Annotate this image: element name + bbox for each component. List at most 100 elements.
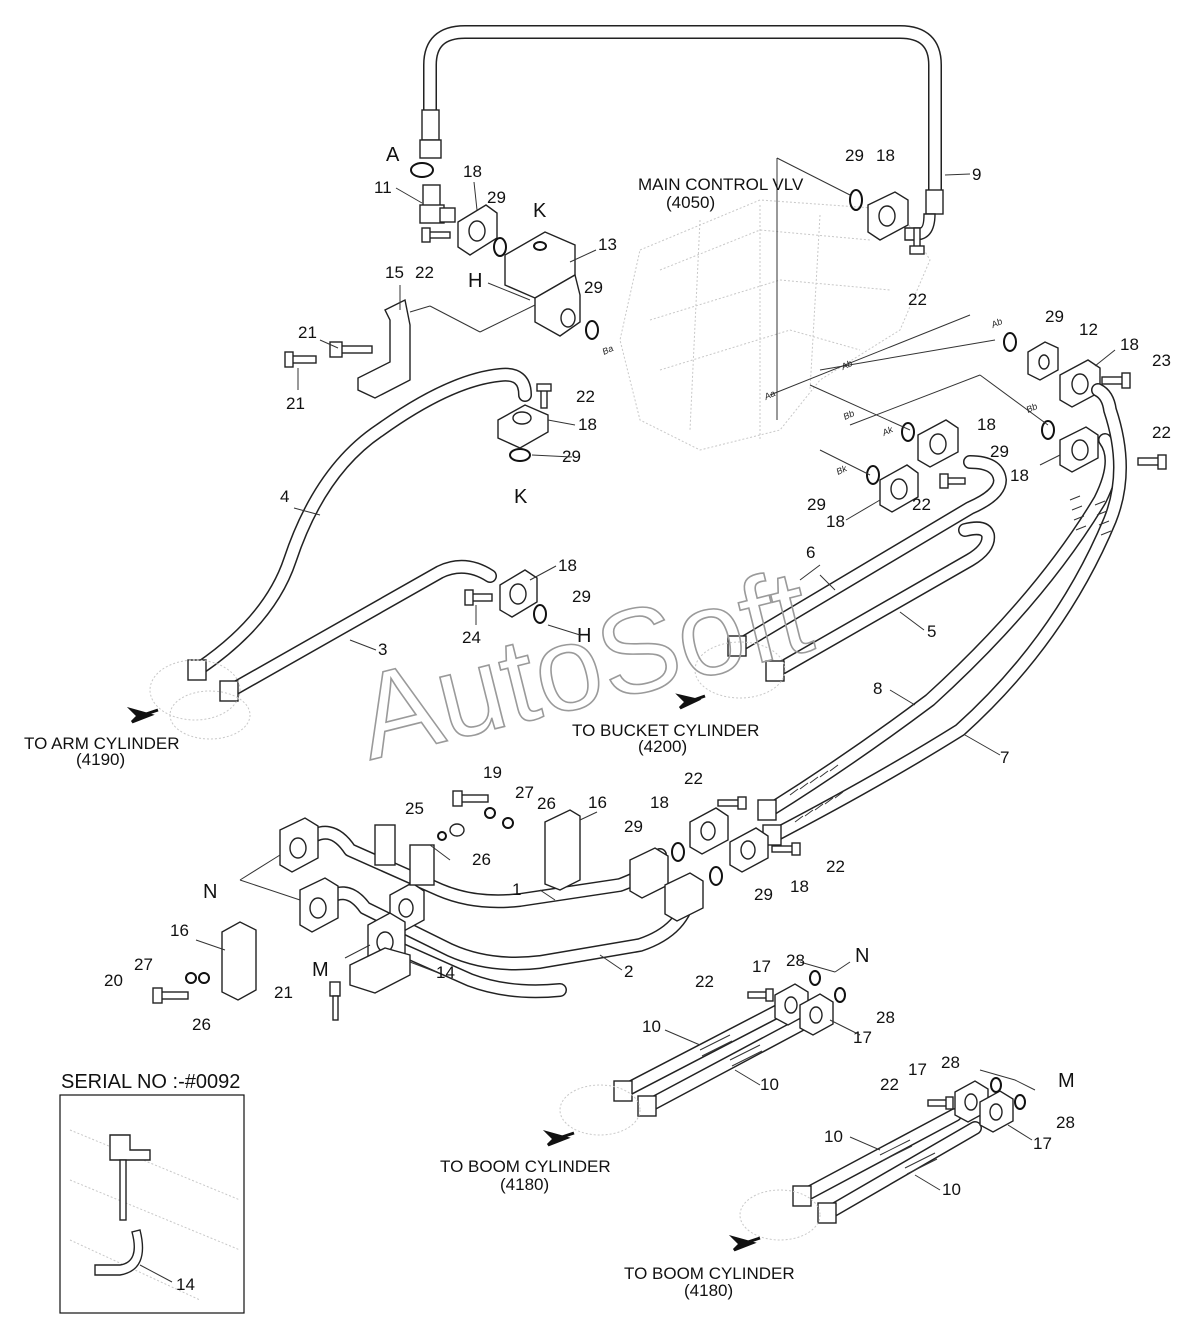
bolt-22-lower-a bbox=[717, 796, 747, 810]
callout: 29 bbox=[572, 587, 591, 606]
boom-cylinder-name-1: TO BOOM CYLINDER bbox=[440, 1157, 611, 1176]
bolt-22-upper-left bbox=[421, 227, 451, 243]
callout: 18 bbox=[790, 877, 809, 896]
flange-18-hose4 bbox=[497, 404, 549, 449]
callout: 16 bbox=[588, 793, 607, 812]
serial-inset-drawing bbox=[69, 1129, 241, 1301]
callout: 21 bbox=[298, 323, 317, 342]
pipe-elbow-extra bbox=[373, 933, 567, 999]
callout: 10 bbox=[760, 1075, 779, 1094]
bolt-22-boom-2 bbox=[927, 1096, 954, 1110]
arrow-to-bucket bbox=[675, 693, 706, 710]
callout: 22 bbox=[415, 263, 434, 282]
hose-4 bbox=[187, 367, 532, 681]
flange-18-lower-a bbox=[689, 807, 729, 855]
bolt-22-lower-b bbox=[771, 842, 801, 856]
flange-18-right-lower bbox=[1059, 426, 1099, 473]
callout: 16 bbox=[170, 921, 189, 940]
bolt-22-top-right bbox=[909, 227, 925, 255]
callout: 17 bbox=[752, 957, 771, 976]
callout: A bbox=[386, 144, 400, 166]
hose-8 bbox=[757, 433, 1119, 821]
callout: N bbox=[855, 945, 869, 967]
callout: 10 bbox=[942, 1180, 961, 1199]
callout: 7 bbox=[1000, 748, 1009, 767]
callout: 3 bbox=[378, 640, 387, 659]
callout: 22 bbox=[880, 1075, 899, 1094]
arm-cylinder-ref: (4190) bbox=[76, 750, 125, 769]
callout: N bbox=[203, 881, 217, 903]
bracket-15 bbox=[357, 298, 411, 399]
callout: 29 bbox=[624, 817, 643, 836]
callout: 18 bbox=[977, 415, 996, 434]
mcv-name: MAIN CONTROL VLV bbox=[638, 175, 804, 194]
callout: 17 bbox=[853, 1028, 872, 1047]
port-tag: Ab bbox=[839, 358, 854, 372]
boom-cylinder-name-2: TO BOOM CYLINDER bbox=[624, 1264, 795, 1283]
port-tag: Bk bbox=[835, 463, 849, 477]
hoses-10-group-2 bbox=[792, 1108, 982, 1224]
clamp-16-right bbox=[544, 809, 581, 891]
bolt-22-right bbox=[1137, 454, 1167, 470]
callout: 21 bbox=[286, 394, 305, 413]
flange-18-lower-b bbox=[729, 827, 769, 873]
boom-cylinder-ref-2: (4180) bbox=[684, 1281, 733, 1300]
arm-cylinder-name: TO ARM CYLINDER bbox=[24, 734, 180, 753]
callout: 29 bbox=[845, 146, 864, 165]
o-ring-29-g bbox=[1041, 420, 1055, 440]
bolt-19 bbox=[452, 790, 489, 807]
o-ring-28-b bbox=[834, 987, 846, 1003]
callout: 5 bbox=[927, 622, 936, 641]
flanges-17-group-2 bbox=[954, 1080, 1014, 1133]
callout: 26 bbox=[472, 850, 491, 869]
callout: 29 bbox=[487, 188, 506, 207]
manifold-flanges bbox=[279, 817, 704, 976]
o-ring-29-a bbox=[493, 237, 507, 257]
callout: 22 bbox=[1152, 423, 1171, 442]
callout: K bbox=[533, 200, 547, 222]
callout: 22 bbox=[912, 495, 931, 514]
callout: 22 bbox=[695, 972, 714, 991]
callout: 17 bbox=[1033, 1134, 1052, 1153]
callout: 27 bbox=[515, 783, 534, 802]
hose-6 bbox=[727, 455, 1007, 657]
flanges-17-group-1 bbox=[774, 983, 834, 1036]
o-ring-A bbox=[410, 162, 434, 178]
washer-26-mid bbox=[437, 831, 447, 841]
callout: 13 bbox=[598, 235, 617, 254]
bolt-21-upper bbox=[329, 341, 373, 358]
callout: 27 bbox=[134, 955, 153, 974]
flange-18-right-upper bbox=[1059, 359, 1101, 408]
serial-inset-box bbox=[59, 1094, 245, 1314]
callout: 22 bbox=[908, 290, 927, 309]
bolt-22-boom-1 bbox=[747, 988, 774, 1002]
washer-26-top bbox=[502, 817, 514, 829]
callout: 29 bbox=[754, 885, 773, 904]
nut-25 bbox=[449, 823, 465, 837]
o-ring-29-j bbox=[671, 842, 685, 862]
callout: 18 bbox=[826, 512, 845, 531]
callout: 18 bbox=[876, 146, 895, 165]
fitting-11 bbox=[419, 184, 456, 224]
callout: 28 bbox=[786, 951, 805, 970]
callout: 18 bbox=[558, 556, 577, 575]
callout: 29 bbox=[807, 495, 826, 514]
callout: 23 bbox=[1152, 351, 1171, 370]
callout: 2 bbox=[624, 962, 633, 981]
callout: 14 bbox=[436, 963, 455, 982]
callout: 22 bbox=[576, 387, 595, 406]
port-tag: Bb bbox=[1025, 401, 1039, 415]
bolt-21-bottom bbox=[329, 981, 341, 1021]
callout: M bbox=[1058, 1070, 1075, 1092]
hoses-10-group-1 bbox=[613, 1003, 807, 1117]
arrow-to-boom-2 bbox=[728, 1235, 761, 1252]
clamp-16-left bbox=[221, 921, 257, 1001]
callout: H bbox=[468, 270, 482, 292]
callout: 18 bbox=[1120, 335, 1139, 354]
callout: 17 bbox=[908, 1060, 927, 1079]
callout: 28 bbox=[876, 1008, 895, 1027]
callout: 14 bbox=[176, 1275, 195, 1294]
callout: 22 bbox=[826, 857, 845, 876]
flange-18-mid-lower bbox=[879, 464, 919, 513]
